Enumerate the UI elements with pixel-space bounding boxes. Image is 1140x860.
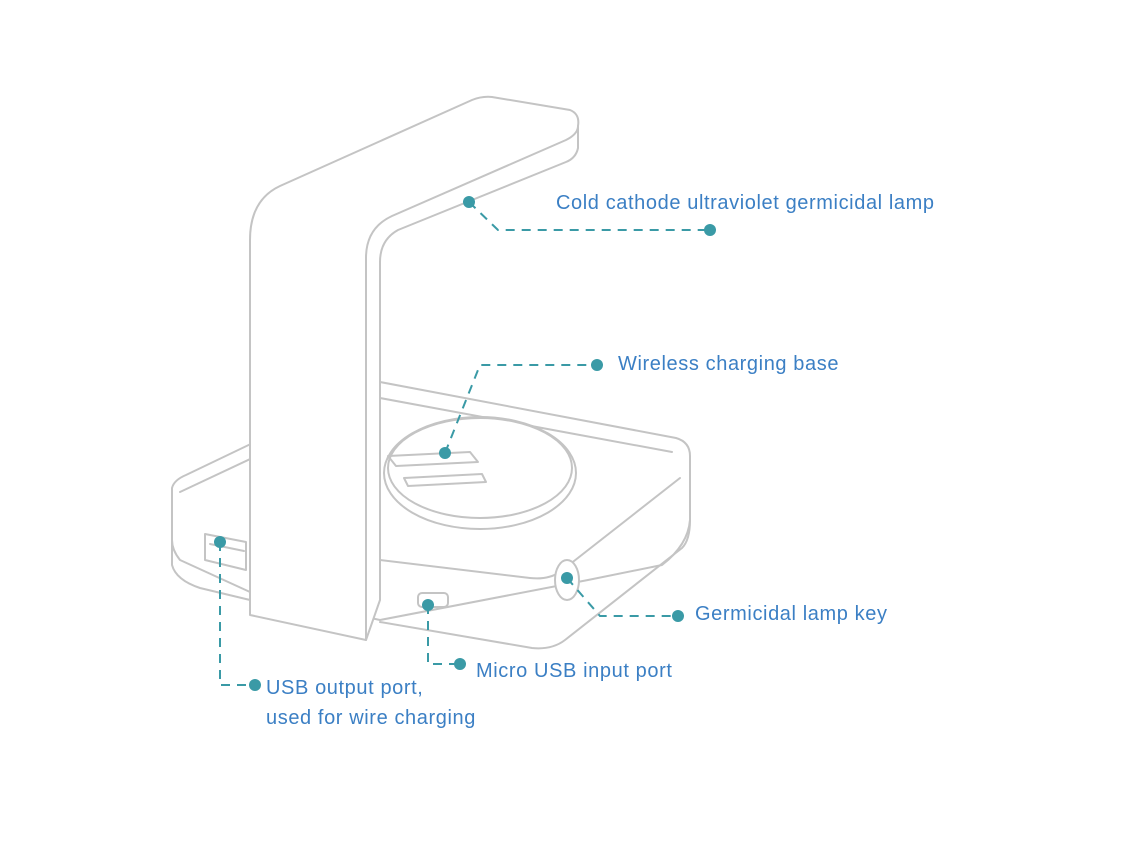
base-right-edge xyxy=(379,519,691,650)
leader-lamp-key xyxy=(566,577,678,617)
dot-micro-usb-end xyxy=(454,658,466,670)
base-front-edge xyxy=(171,499,251,601)
leader-micro-usb xyxy=(427,605,460,665)
leader-usb-output xyxy=(219,542,255,686)
dot-lamp-key-end xyxy=(672,610,684,622)
dot-wireless-end xyxy=(591,359,603,371)
leader-lines xyxy=(219,201,710,686)
dot-usb-output-origin xyxy=(214,536,226,548)
label-usb-output-line1: USB output port, xyxy=(266,677,424,699)
label-micro-usb: Micro USB input port xyxy=(476,660,673,682)
dot-usb-output-end xyxy=(249,679,261,691)
lamp-arm-inner-edge xyxy=(365,125,579,641)
leader-uv-lamp xyxy=(468,201,710,231)
leader-dots xyxy=(214,196,716,691)
dot-uv-lamp-origin xyxy=(463,196,475,208)
dot-wireless-origin xyxy=(439,447,451,459)
label-lamp-key: Germicidal lamp key xyxy=(695,603,888,625)
label-wireless-base: Wireless charging base xyxy=(618,353,840,375)
dot-uv-lamp-end xyxy=(704,224,716,236)
dot-lamp-key-origin xyxy=(561,572,573,584)
charging-pad-inner xyxy=(387,417,573,519)
label-usb-output-line2: used for wire charging xyxy=(266,707,476,729)
dot-micro-usb-origin xyxy=(422,599,434,611)
pad-cross-vertical xyxy=(403,473,487,487)
lamp-arm xyxy=(249,95,580,641)
label-uv-lamp: Cold cathode ultraviolet germicidal lamp xyxy=(556,192,935,214)
